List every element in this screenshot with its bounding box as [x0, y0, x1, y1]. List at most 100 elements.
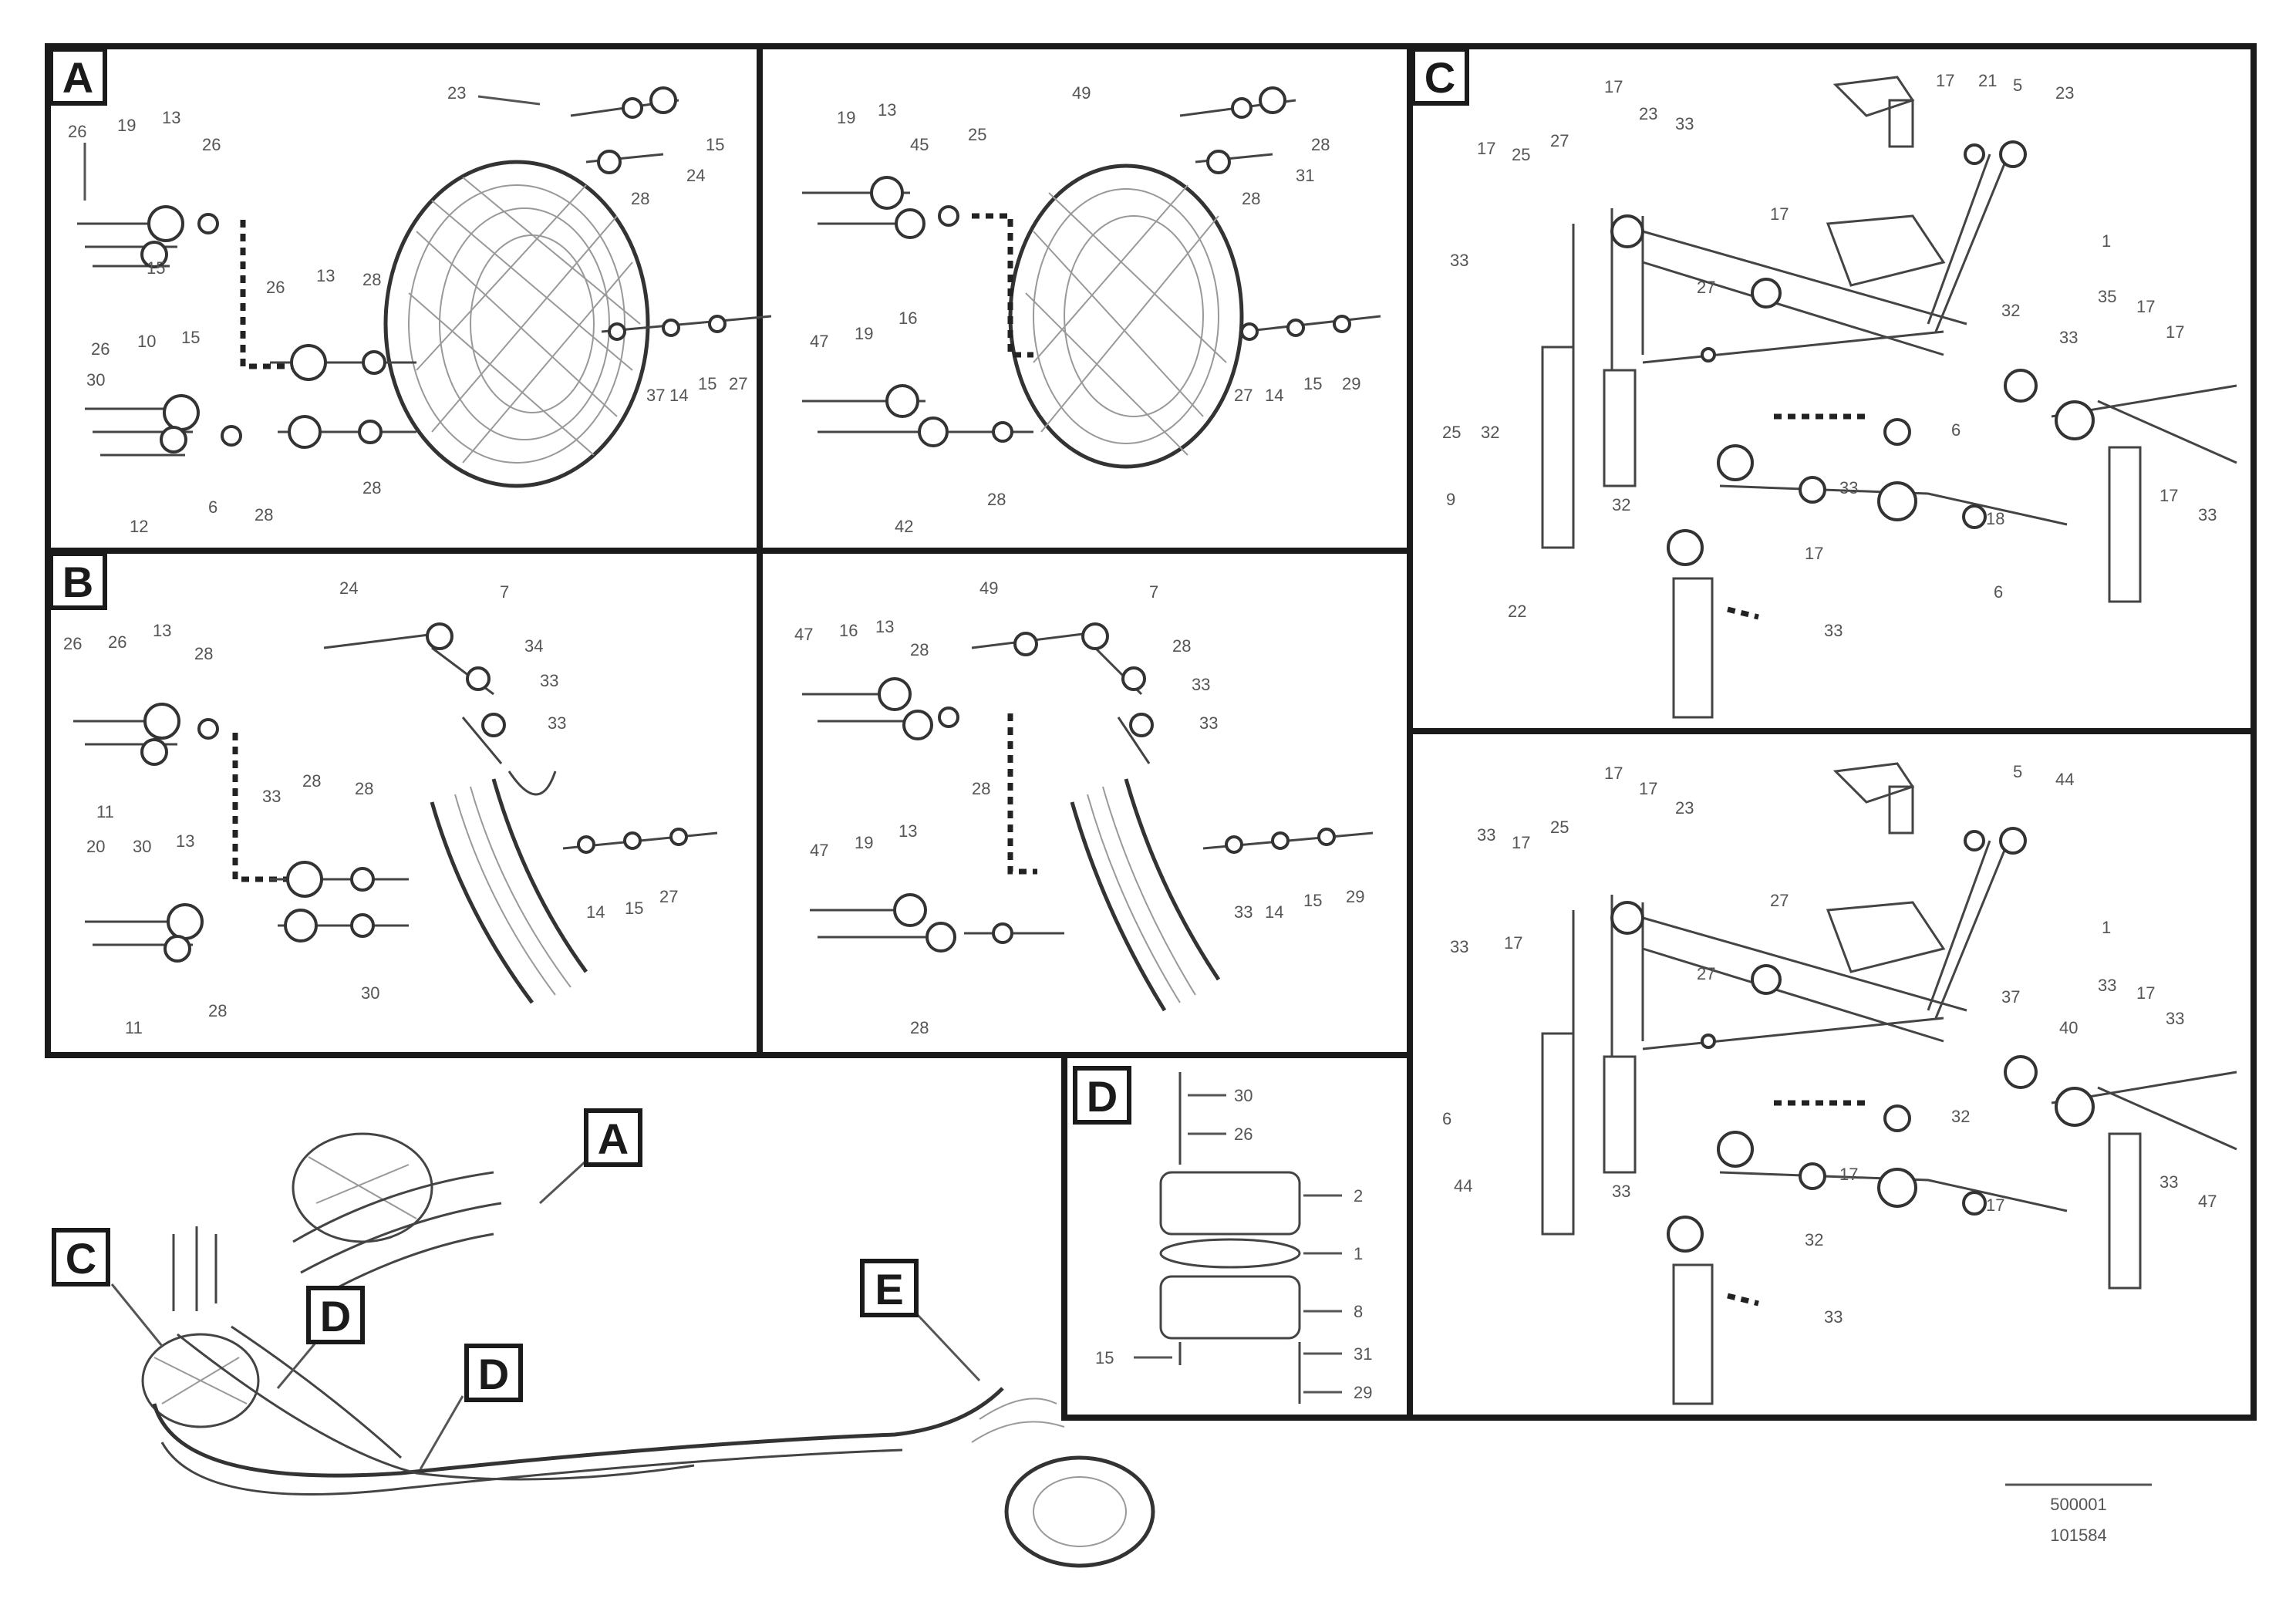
callout-number: 33 — [548, 713, 566, 733]
callout-number: 33 — [1477, 825, 1495, 845]
overview-tag-d2[interactable]: D — [464, 1344, 523, 1402]
callout-number: 28 — [255, 505, 273, 524]
callout-number: 37 — [646, 386, 665, 405]
callout-number: 16 — [899, 309, 917, 328]
panel-b-badge[interactable]: B — [49, 551, 107, 610]
callout-number: 1 — [2102, 231, 2111, 251]
panel-a-label: A — [62, 53, 93, 102]
callout-number: 28 — [1242, 189, 1260, 208]
panel-b-hose-dash — [232, 733, 301, 882]
callout-number: 17 — [2136, 983, 2155, 1003]
panel-c-callouts: 17 21 5 23 17 23 33 17 25 27 17 1 33 27 … — [1442, 71, 2217, 640]
callout-number: 15 — [706, 135, 724, 154]
callout-number: 13 — [153, 621, 171, 640]
callout-number: 15 — [625, 899, 643, 918]
callout-number: 17 — [2166, 322, 2184, 342]
callout-number: 28 — [987, 490, 1006, 509]
panel-c-badge[interactable]: C — [1411, 47, 1469, 106]
panel-c-connectors — [1610, 140, 2095, 566]
callout-number: 6 — [208, 497, 217, 517]
panel-a2-connectors — [870, 86, 1351, 447]
callout-number: 11 — [96, 802, 114, 821]
callout-number: 27 — [659, 887, 678, 906]
panel-a-badge[interactable]: A — [49, 47, 107, 106]
panel-b2-wheel-arc — [1070, 778, 1221, 1012]
callout-number: 45 — [910, 135, 929, 154]
panel-c2-valve-block — [1541, 762, 2237, 1405]
panel-c2: 17 17 23 5 44 33 17 25 27 1 33 17 27 37 … — [1442, 762, 2237, 1405]
overview-tag-e[interactable]: E — [860, 1259, 919, 1317]
panel-a2-hose-dash — [972, 213, 1033, 358]
tag-label: D — [320, 1292, 351, 1340]
callout-number: 17 — [1604, 764, 1623, 783]
callout-number: 15 — [698, 374, 716, 393]
callout-number: 17 — [1805, 544, 1823, 563]
callout-number: 47 — [794, 625, 813, 644]
callout-number: 12 — [130, 517, 148, 536]
callout-number: 14 — [1265, 902, 1283, 922]
panel-b2-connectors — [878, 622, 1336, 953]
callout-number: 25 — [1442, 423, 1461, 442]
panel-d-badge[interactable]: D — [1073, 1066, 1131, 1125]
callout-number: 28 — [910, 1018, 929, 1037]
panel-b2-lines — [802, 631, 1374, 939]
callout-number: 27 — [1697, 964, 1715, 983]
callout-number: 28 — [1172, 636, 1191, 656]
panel-b2-hose-dash — [1007, 713, 1037, 875]
panel-d-callouts: 30 26 2 1 8 15 31 29 — [1095, 1086, 1372, 1402]
tag-label: C — [66, 1234, 96, 1283]
callout-number: 25 — [968, 125, 986, 144]
callout-number: 26 — [1234, 1125, 1253, 1144]
panel-c2-callouts: 17 17 23 5 44 33 17 25 27 1 33 17 27 37 … — [1442, 762, 2217, 1327]
panel-a-hose-dash — [240, 220, 305, 369]
callout-number: 28 — [910, 640, 929, 659]
callout-number: 32 — [1805, 1230, 1823, 1249]
callout-number: 15 — [1303, 374, 1322, 393]
callout-number: 26 — [108, 632, 126, 652]
callout-number: 10 — [137, 332, 156, 351]
callout-number: 28 — [302, 771, 321, 791]
callout-number: 23 — [1675, 798, 1694, 818]
panel-b: B 24 7 26 — [49, 551, 718, 1037]
overview-tag-c[interactable]: C — [52, 1228, 110, 1286]
callout-number: 19 — [855, 324, 873, 343]
callout-number: 33 — [1450, 937, 1468, 956]
callout-number: 19 — [837, 108, 855, 127]
panel-c2-dash — [1727, 1100, 1866, 1307]
callout-number: 29 — [1342, 374, 1360, 393]
callout-number: 8 — [1354, 1302, 1363, 1321]
callout-number: 31 — [1354, 1344, 1372, 1364]
callout-number: 15 — [147, 258, 165, 278]
panel-b-label: B — [62, 558, 93, 606]
callout-number: 30 — [86, 370, 105, 389]
callout-number: 17 — [1839, 1165, 1858, 1184]
callout-number: 26 — [63, 634, 82, 653]
callout-number: 28 — [362, 478, 381, 497]
callout-number: 17 — [1639, 779, 1657, 798]
callout-number: 17 — [1986, 1195, 2004, 1215]
callout-number: 23 — [447, 83, 466, 103]
callout-number: 30 — [361, 983, 379, 1003]
callout-number: 21 — [1978, 71, 1997, 90]
callout-number: 9 — [1446, 490, 1455, 509]
callout-number: 28 — [1311, 135, 1330, 154]
overview-tag-a[interactable]: A — [584, 1108, 642, 1167]
callout-number: 33 — [1192, 675, 1210, 694]
panel-d-clamp — [1159, 1072, 1301, 1404]
callout-number: 23 — [2055, 83, 2074, 103]
callout-number: 15 — [1303, 891, 1322, 910]
callout-number: 32 — [2001, 301, 2020, 320]
callout-number: 5 — [2013, 76, 2022, 95]
callout-number: 13 — [878, 100, 896, 120]
reference-line-1: 500001 — [2050, 1495, 2106, 1514]
callout-number: 28 — [208, 1001, 227, 1020]
callout-number: 33 — [1612, 1182, 1630, 1201]
callout-number: 7 — [1149, 582, 1158, 602]
callout-number: 26 — [91, 339, 110, 359]
callout-number: 26 — [202, 135, 221, 154]
overview-tag-d1[interactable]: D — [306, 1286, 365, 1344]
panel-d-label: D — [1087, 1072, 1118, 1121]
callout-number: 33 — [2098, 976, 2116, 995]
callout-number: 33 — [1824, 1307, 1843, 1327]
reference-block: 500001 101584 — [2005, 1483, 2152, 1545]
